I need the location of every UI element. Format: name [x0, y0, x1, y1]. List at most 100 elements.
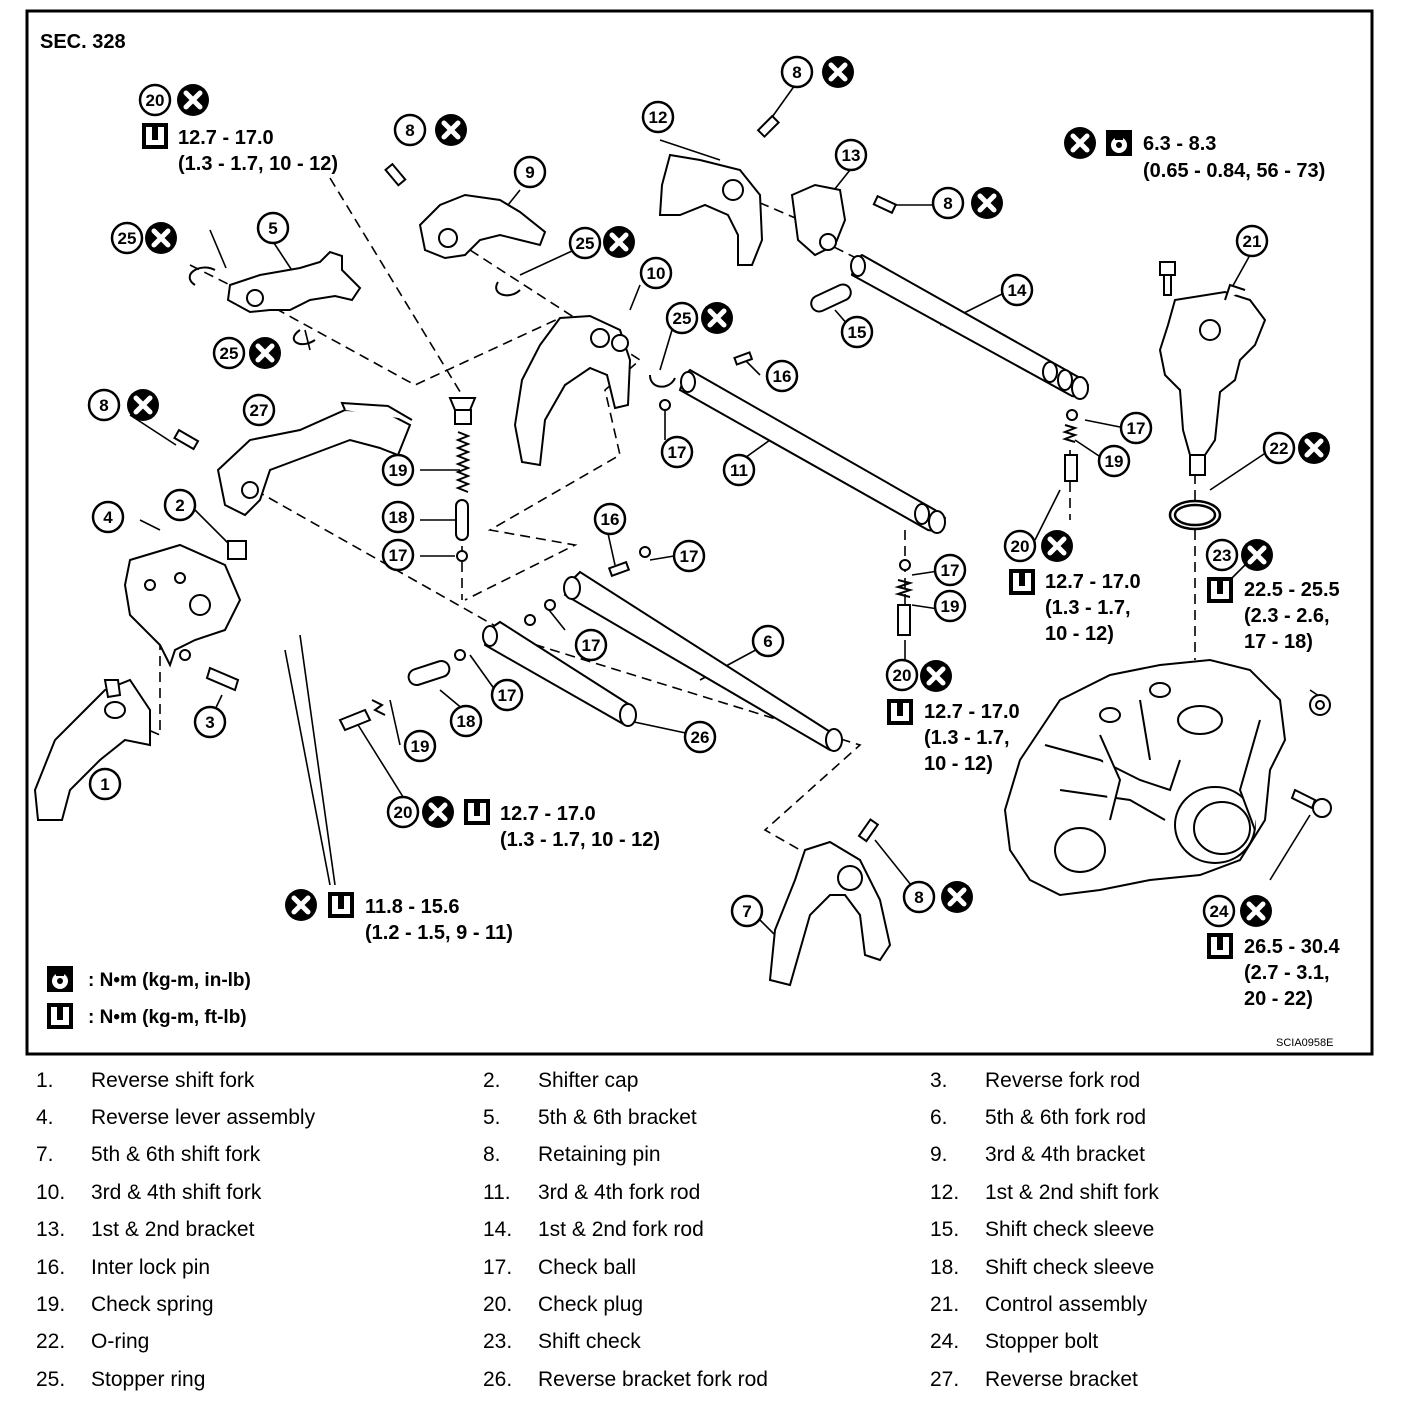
torque-spec-plug-right: 12.7 - 17.0 (1.3 - 1.7, 10 - 12) — [1009, 530, 1141, 645]
part-list-item: 22.O-ring — [36, 1324, 483, 1361]
callout-13: 13 — [834, 138, 868, 172]
callout-number: 17 — [680, 547, 699, 566]
torque-spec-stopper-bolt: 26.5 - 30.4 (2.7 - 3.1, 20 - 22) — [1207, 895, 1341, 1010]
part-1st-2nd-shift-fork — [658, 153, 764, 266]
callout-6: 6 — [751, 624, 785, 658]
legend-inlb: : N•m (kg-m, in-lb) — [88, 970, 251, 991]
torque-nm: 22.5 - 25.5 — [1244, 579, 1340, 601]
callout-number: 25 — [576, 234, 595, 253]
callout-number: 4 — [103, 508, 113, 527]
part-number: 12. — [930, 1180, 960, 1204]
part-list-item: 23. Shift check — [483, 1324, 930, 1361]
part-list-item: 24.Stopper bolt — [930, 1324, 1376, 1361]
part-label: Check spring — [91, 1293, 214, 1317]
callout-27: 27 — [242, 393, 276, 427]
torque-alt: (1.3 - 1.7, 10 - 12) — [500, 829, 660, 851]
part-list-item: 8.Retaining pin — [483, 1137, 930, 1174]
part-reverse-fork-rod — [205, 666, 240, 692]
callout-number: 10 — [647, 264, 666, 283]
part-list-item: 14.1st & 2nd fork rod — [483, 1212, 930, 1249]
torque-alt: (0.65 - 0.84, 56 - 73) — [1143, 160, 1325, 182]
part-label: Reverse bracket — [985, 1367, 1138, 1391]
callout-number: 8 — [943, 194, 952, 213]
callout-9: 9 — [513, 155, 547, 189]
callout-10: 10 — [639, 256, 673, 290]
part-list-item: 12.1st & 2nd shift fork — [930, 1174, 1376, 1211]
part-label: Inter lock pin — [91, 1255, 211, 1279]
callout-number: 13 — [842, 146, 861, 165]
part-5th-6th-shift-fork — [768, 840, 892, 987]
callout-number: 17 — [1127, 419, 1146, 438]
torque-spec-control: 6.3 - 8.3 (0.65 - 0.84, 56 - 73) — [1064, 127, 1325, 182]
part-number: 11. — [483, 1180, 511, 1204]
torque-nm: 26.5 - 30.4 — [1244, 936, 1341, 958]
part-3rd-4th-shift-fork — [513, 314, 632, 467]
torque-legend: : N•m (kg-m, in-lb) : N•m (kg-m, ft-lb) — [47, 966, 251, 1029]
part-label: Stopper ring — [91, 1367, 206, 1391]
part-list-item: 25.Stopper ring — [36, 1361, 483, 1398]
torque-nm: 6.3 - 8.3 — [1143, 133, 1216, 155]
callout-17: 17 — [381, 538, 415, 572]
callout-number: 17 — [389, 546, 408, 565]
section-label: SEC. 328 — [40, 31, 126, 53]
callout-number: 18 — [389, 508, 408, 527]
part-list-item: 5.5th & 6th bracket — [483, 1099, 930, 1136]
callout-number: 8 — [792, 63, 801, 82]
part-list-item: 4.Reverse lever assembly — [36, 1099, 483, 1136]
part-number: 21. — [930, 1293, 960, 1317]
part-list-item: 7. 5th & 6th shift fork — [36, 1137, 483, 1174]
callout-number: 21 — [1243, 232, 1262, 251]
part-number: 23. — [483, 1330, 513, 1354]
callout-number: 15 — [848, 323, 867, 342]
callout-20: 20 — [138, 83, 172, 117]
callout-1: 1 — [88, 767, 122, 801]
callout-5: 5 — [256, 211, 290, 245]
part-shift-check-sleeve-15 — [810, 283, 852, 313]
part-label: Control assembly — [985, 1293, 1148, 1317]
part-number: 7. — [36, 1143, 54, 1167]
callout-number: 11 — [730, 461, 748, 480]
callout-number: 19 — [411, 737, 430, 756]
part-label: Reverse shift fork — [91, 1068, 255, 1092]
part-reverse-lever-assembly — [123, 543, 242, 668]
callout-number: 8 — [914, 888, 923, 907]
callout-number: 25 — [673, 309, 692, 328]
callout-19: 19 — [381, 453, 415, 487]
part-label: Shift check — [538, 1330, 641, 1354]
part-reverse-bracket-fork-rod — [482, 620, 637, 727]
torque-spec-top-left: 12.7 - 17.0 (1.3 - 1.7, 10 - 12) — [142, 84, 338, 175]
callout-number: 20 — [146, 91, 165, 110]
part-number: 13. — [36, 1218, 66, 1242]
torque-alt-1: (2.3 - 2.6, — [1244, 605, 1330, 627]
callout-17: 17 — [574, 628, 608, 662]
callout-15: 15 — [840, 315, 874, 349]
part-reverse-bracket — [216, 401, 413, 517]
callout-20: 20 — [386, 795, 420, 829]
part-3rd-4th-bracket — [418, 193, 547, 260]
part-5th-6th-bracket — [226, 250, 362, 314]
callout-number: 20 — [1011, 537, 1030, 556]
callout-number: 19 — [1105, 452, 1124, 471]
part-label: 5th & 6th shift fork — [91, 1143, 261, 1167]
torque-alt-2: 10 - 12) — [924, 753, 993, 775]
part-label: Reverse lever assembly — [91, 1106, 316, 1130]
part-label: Shift check sleeve — [985, 1218, 1155, 1242]
part-number: 20. — [483, 1293, 513, 1317]
part-1st-2nd-fork-rod — [850, 253, 1090, 400]
part-label: Stopper bolt — [985, 1330, 1099, 1354]
exploded-view-diagram: SEC. 328 — [25, 9, 1374, 1056]
callout-number: 17 — [582, 636, 601, 655]
callout-number: 12 — [649, 108, 668, 127]
part-label: Shifter cap — [538, 1068, 639, 1092]
part-number: 3. — [930, 1068, 948, 1092]
part-check-springs — [371, 424, 1079, 716]
callout-number: 18 — [457, 712, 476, 731]
callout-number: 24 — [1210, 902, 1229, 921]
callout-number: 22 — [1270, 439, 1289, 458]
part-label: 1st & 2nd bracket — [91, 1218, 255, 1242]
callout-24: 24 — [1202, 894, 1236, 928]
torque-nm: 12.7 - 17.0 — [924, 701, 1020, 723]
part-shift-check-sleeve-18 — [407, 499, 469, 687]
part-label: Shift check sleeve — [985, 1255, 1155, 1279]
